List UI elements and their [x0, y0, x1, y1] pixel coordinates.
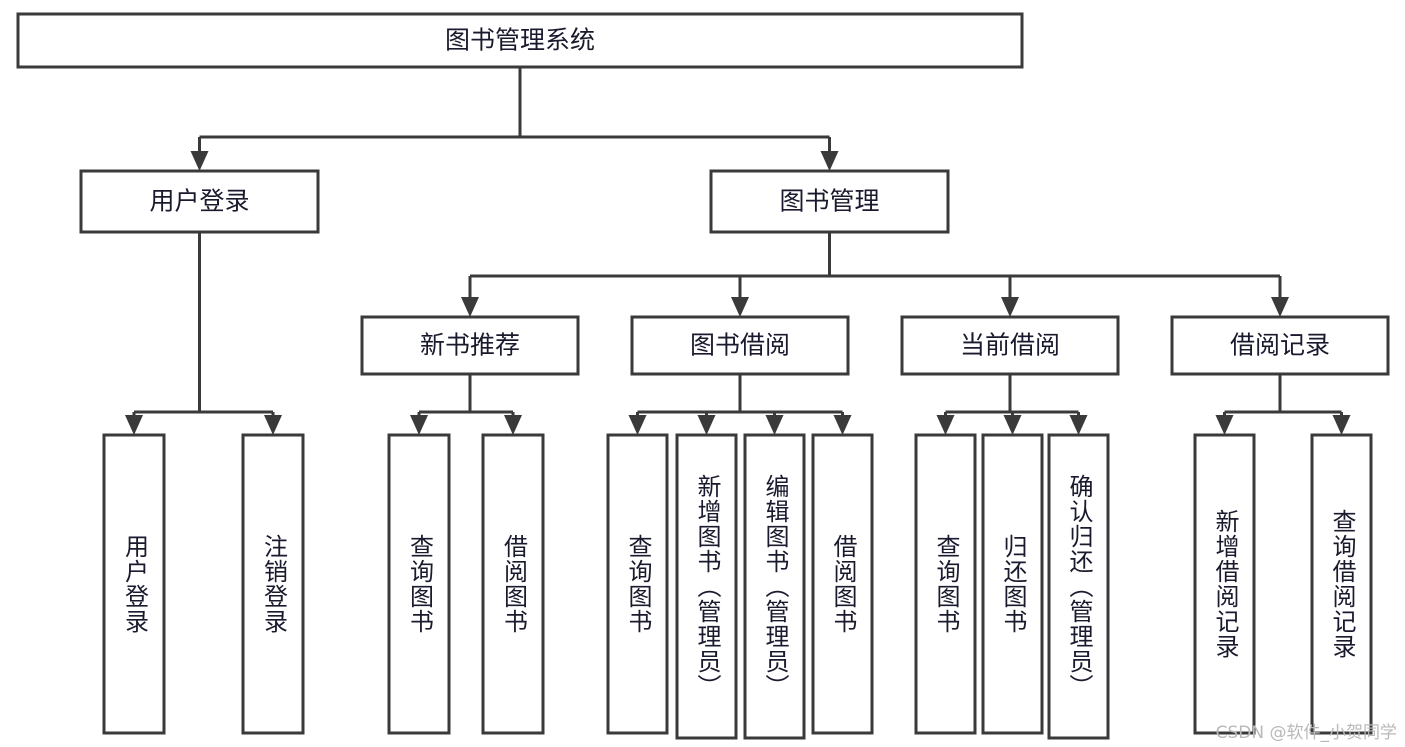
node-level3-2[interactable] [900, 315, 1120, 376]
node-level2-1[interactable] [709, 169, 950, 234]
arrow-head-icon [410, 415, 428, 435]
node-level3-2-label: 当前借阅 [960, 331, 1060, 360]
boxes-layer [16, 12, 1390, 740]
node-leaf-6[interactable] [743, 433, 806, 740]
node-leaf-10[interactable] [1047, 433, 1110, 740]
arrow-head-icon [461, 297, 479, 317]
arrow-head-icon [190, 151, 209, 171]
arrow-head-icon [628, 415, 647, 435]
node-level3-1-label: 图书借阅 [690, 331, 790, 360]
arrow-head-icon [697, 415, 716, 435]
arrow-head-icon [1003, 415, 1022, 435]
node-level3-0-label: 新书推荐 [420, 331, 520, 360]
arrow-head-icon [820, 151, 839, 171]
arrow-head-icon [765, 415, 784, 435]
watermark: CSDN @软件_小贺同学 [1215, 723, 1397, 743]
node-leaf-3[interactable] [481, 433, 545, 735]
node-level3-0[interactable] [360, 315, 580, 376]
node-leaf-12[interactable] [1310, 433, 1373, 735]
node-level3-3-label: 借阅记录 [1230, 331, 1330, 360]
node-leaf-8[interactable] [914, 433, 977, 735]
node-root-system-label: 图书管理系统 [445, 26, 595, 55]
arrow-head-icon [1069, 415, 1088, 435]
arrow-head-icon [936, 415, 955, 435]
node-level2-0-label: 用户登录 [149, 187, 249, 216]
node-level3-3[interactable] [1170, 315, 1390, 376]
node-level2-1-label: 图书管理 [779, 187, 879, 216]
arrow-head-icon [1332, 415, 1351, 435]
node-leaf-0[interactable] [102, 433, 166, 735]
node-leaf-2[interactable] [387, 433, 451, 735]
node-leaf-1[interactable] [241, 433, 305, 735]
arrow-head-icon [1215, 415, 1234, 435]
node-leaf-4[interactable] [606, 433, 669, 735]
node-leaf-5[interactable] [675, 433, 738, 740]
node-level3-1[interactable] [630, 315, 850, 376]
node-root-system[interactable] [16, 12, 1024, 69]
node-leaf-9[interactable] [981, 433, 1044, 735]
arrow-head-icon [264, 415, 282, 435]
arrow-head-icon [731, 297, 749, 317]
node-leaf-7[interactable] [811, 433, 874, 735]
arrow-head-icon [125, 415, 143, 435]
node-level2-0[interactable] [79, 169, 320, 234]
arrow-head-icon [833, 415, 852, 435]
node-leaf-11[interactable] [1193, 433, 1256, 735]
arrow-head-icon [1271, 297, 1289, 317]
arrow-head-icon [504, 415, 522, 435]
connectors-layer [125, 67, 1351, 435]
arrow-head-icon [1001, 297, 1019, 317]
